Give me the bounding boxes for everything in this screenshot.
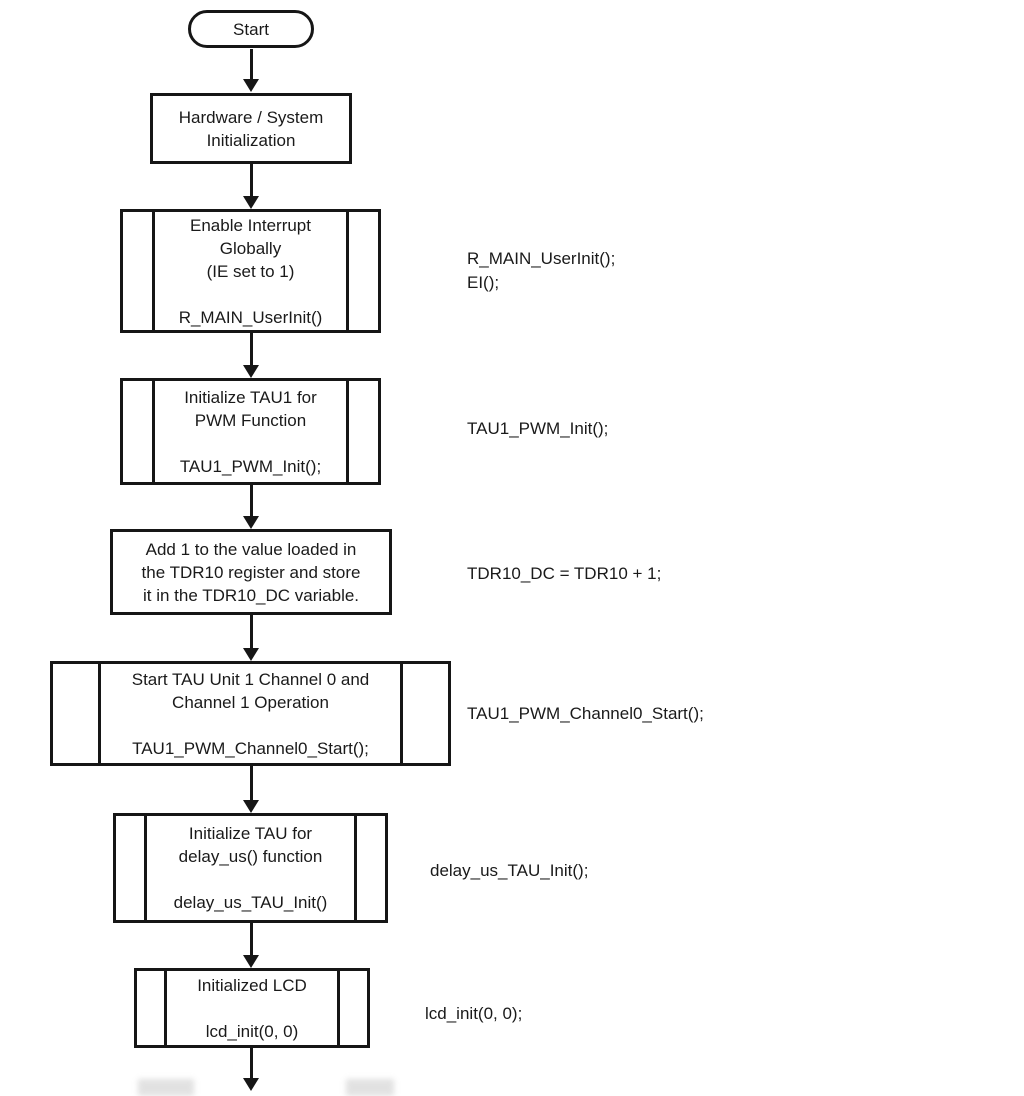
code-annotation-tdr10-add: TDR10_DC = TDR10 + 1; (467, 564, 662, 583)
arrow-shaft (250, 164, 253, 197)
cutoff-next-box-left-fragment (138, 1079, 194, 1096)
node-text-line: delay_us() function (178, 847, 323, 866)
node-text-line (123, 283, 378, 306)
arrow-head-icon (243, 955, 259, 968)
subroutine-inner-line-right (354, 816, 357, 920)
node-text-line: Start TAU Unit 1 Channel 0 and (131, 669, 370, 689)
subroutine-inner-line-left (98, 664, 101, 763)
flow-node-tdr10-add: Add 1 to the value loaded in the TDR10 r… (110, 529, 392, 615)
code-annotation-tau1-pwm-init: TAU1_PWM_Init(); (467, 419, 609, 438)
cutoff-next-box-right-fragment (346, 1079, 394, 1096)
code-annotation-tau-channel-start: TAU1_PWM_Channel0_Start(); (467, 704, 704, 723)
node-text-line: TAU1_PWM_Channel0_Start(); (132, 738, 369, 758)
subroutine-inner-line-right (346, 381, 349, 482)
arrow-head-icon (243, 1078, 259, 1091)
node-text-line: Hardware / System (178, 107, 324, 127)
flow-arrow-3 (243, 333, 260, 378)
arrow-head-icon (243, 79, 259, 92)
arrow-shaft (250, 615, 253, 649)
start-label: Start (233, 19, 269, 39)
node-text-line: lcd_init(0, 0) (205, 1021, 299, 1041)
subroutine-inner-line-right (400, 664, 403, 763)
arrow-shaft (250, 1048, 253, 1079)
arrow-head-icon (243, 196, 259, 209)
flow-node-start: Start (188, 10, 314, 48)
flow-arrow-7 (243, 923, 260, 968)
code-annotation-lcd-init: lcd_init(0, 0); (425, 1004, 523, 1023)
node-text-line (53, 714, 448, 737)
node-text-line (137, 997, 367, 1020)
node-text-line: PWM Function (194, 410, 307, 430)
arrow-head-icon (243, 648, 259, 661)
flow-node-delay-tau-init: Initialize TAU for delay_us() function d… (113, 813, 388, 923)
flow-node-lcd-init: Initialized LCD lcd_init(0, 0) (134, 968, 370, 1048)
subroutine-inner-line-left (152, 212, 155, 330)
node-text-line (116, 868, 385, 891)
node-text-line: Channel 1 Operation (172, 692, 329, 712)
flow-arrow-4 (243, 485, 260, 529)
flow-node-tau-channel-start: Start TAU Unit 1 Channel 0 and Channel 1… (50, 661, 451, 766)
node-text-line: (IE set to 1) (206, 261, 295, 281)
flow-arrow-6 (243, 766, 260, 813)
node-text-line: it in the TDR10_DC variable. (142, 585, 360, 605)
arrow-shaft (250, 485, 253, 517)
arrow-head-icon (243, 800, 259, 813)
code-annotation-delay-tau-init: delay_us_TAU_Init(); (430, 861, 589, 880)
node-text-line (123, 432, 378, 455)
subroutine-inner-line-right (337, 971, 340, 1045)
flow-arrow-8 (243, 1048, 260, 1091)
subroutine-inner-line-left (164, 971, 167, 1045)
arrow-shaft (250, 766, 253, 801)
flow-arrow-5 (243, 615, 260, 661)
flow-node-hardware-init: Hardware / System Initialization (150, 93, 352, 164)
flow-node-enable-interrupt: Enable Interrupt Globally (IE set to 1) … (120, 209, 381, 333)
node-text-line: Globally (219, 238, 282, 258)
flow-arrow-2 (243, 164, 260, 209)
arrow-shaft (250, 923, 253, 956)
node-text-line: Initialized LCD (197, 975, 307, 995)
flow-node-tau1-pwm-init: Initialize TAU1 for PWM Function TAU1_PW… (120, 378, 381, 485)
arrow-head-icon (243, 516, 259, 529)
node-text-line: Initialize TAU for (188, 824, 313, 843)
subroutine-inner-line-left (152, 381, 155, 482)
node-text-line: TAU1_PWM_Init(); (179, 456, 322, 476)
node-text-line: Add 1 to the value loaded in (145, 539, 357, 559)
node-text-line: Initialize TAU1 for (184, 387, 317, 407)
code-annotation-enable-interrupt: R_MAIN_UserInit(); EI(); (467, 249, 616, 292)
arrow-shaft (250, 333, 253, 366)
subroutine-inner-line-left (144, 816, 147, 920)
node-text-line: the TDR10 register and store (141, 562, 361, 582)
arrow-shaft (250, 49, 253, 80)
flow-arrow-1 (243, 49, 260, 92)
node-text-line: delay_us_TAU_Init() (173, 893, 328, 912)
node-text-line: Initialization (206, 130, 296, 150)
arrow-head-icon (243, 365, 259, 378)
node-text-line: Enable Interrupt (190, 215, 311, 235)
subroutine-inner-line-right (346, 212, 349, 330)
node-text-line: R_MAIN_UserInit() (178, 307, 323, 327)
